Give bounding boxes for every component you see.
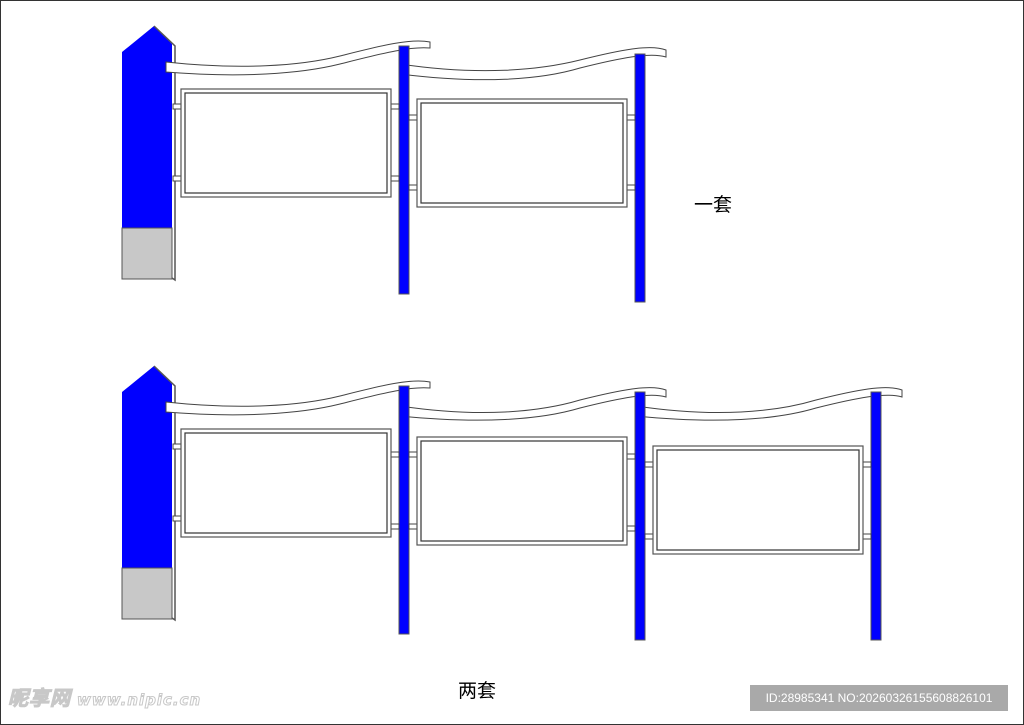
display-board [180, 88, 392, 198]
blue-post [870, 391, 882, 641]
watermark-url: www.nipic.cn [76, 691, 202, 710]
display-board [416, 436, 628, 546]
id-badge: ID:28985341 NO:20260326155608826101 [750, 685, 1008, 711]
set-one-label: 一套 [694, 194, 733, 216]
wavy-canopy [165, 40, 431, 76]
wavy-canopy [399, 47, 667, 81]
blue-post [398, 385, 410, 635]
wavy-canopy [399, 387, 667, 421]
blue-post [398, 45, 410, 295]
watermark-site-name: 昵享网 [8, 686, 71, 711]
display-board [652, 445, 864, 555]
set-two [121, 365, 903, 641]
wavy-canopy [635, 387, 903, 421]
wavy-canopy [165, 380, 431, 416]
blue-post [634, 391, 646, 641]
stone-pillar [121, 25, 176, 282]
set-one [121, 25, 667, 303]
blue-post [634, 53, 646, 303]
watermark: 昵享网 www.nipic.cn [8, 682, 201, 711]
display-board [180, 428, 392, 538]
stone-pillar [121, 365, 176, 622]
set-two-label: 两套 [458, 680, 497, 702]
display-board [416, 98, 628, 208]
